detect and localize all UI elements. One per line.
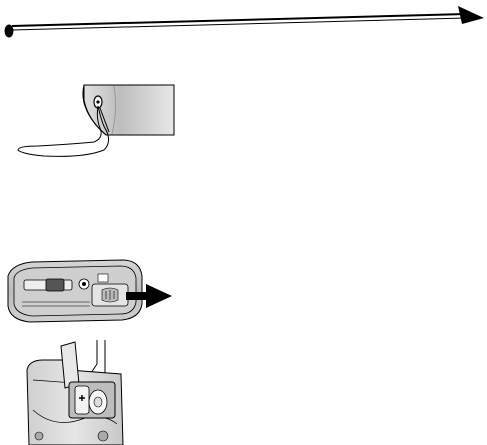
chevron-right-icon bbox=[458, 6, 484, 24]
battery-compartment-open-icon bbox=[25, 340, 125, 445]
header-rule bbox=[0, 0, 487, 40]
wrist-strap-figure bbox=[14, 80, 184, 165]
wrist-strap-attached-to-camera-icon bbox=[14, 80, 184, 165]
battery-door-figure bbox=[2, 256, 180, 326]
camera-bottom-battery-door-with-arrow-icon bbox=[2, 256, 180, 326]
battery-compartment-figure bbox=[25, 340, 125, 445]
